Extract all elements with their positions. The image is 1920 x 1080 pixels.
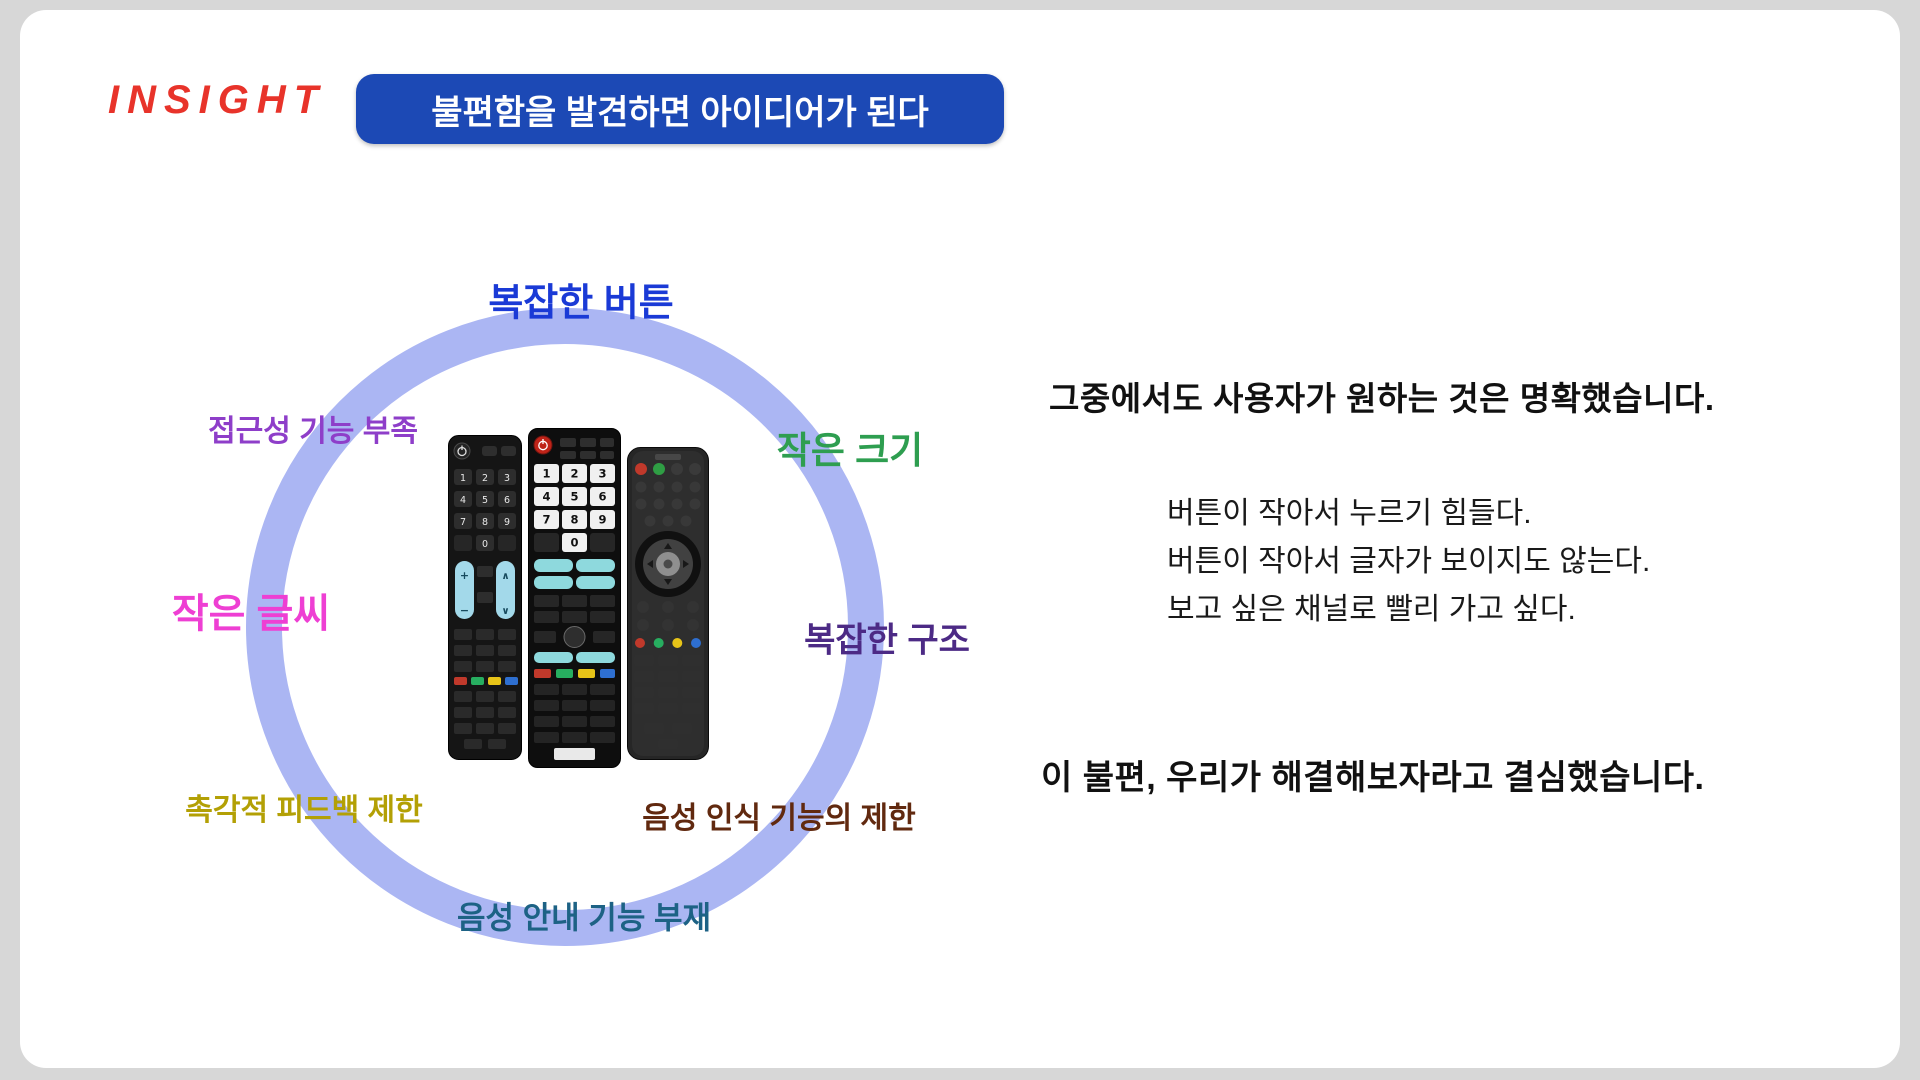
keypad: 1 2 3 4 5 6 7 8 9 0 (534, 464, 615, 552)
complaint-item: 버튼이 작아서 글자가 보이지도 않는다. (1167, 545, 1651, 578)
keypad-digit: 5 (570, 490, 578, 504)
diagram-label-accessibility: 접근성 기능 부족 (208, 415, 418, 448)
user-needs-headline: 그중에서도 사용자가 원하는 것은 명확했습니다. (1049, 380, 1715, 417)
complaint-item: 버튼이 작아서 누르기 힘들다. (1167, 497, 1532, 530)
diagram-label-small-size: 작은 크기 (776, 430, 924, 471)
diagram-label-tactile-feedback: 촉각적 피드백 제한 (185, 794, 423, 827)
lower-buttons (637, 601, 699, 631)
diagram-label-voice-recognition: 음성 인식 기능의 제한 (642, 802, 916, 835)
keypad-digit: 7 (542, 513, 550, 527)
diagram-label-small-text: 작은 글씨 (171, 592, 331, 636)
power-icon (533, 435, 553, 455)
top-buttons (635, 463, 701, 527)
keypad-digit: 2 (570, 467, 578, 481)
remote-middle: 1 2 3 4 5 6 7 8 9 0 (528, 428, 621, 768)
keypad-digit: 2 (482, 473, 488, 484)
color-buttons (534, 669, 615, 678)
bottom-buttons (634, 655, 702, 749)
keypad-digit: 0 (570, 536, 578, 550)
remote-right (627, 447, 709, 760)
volume-up-label: + (460, 569, 469, 582)
remote-middle-graphic: 1 2 3 4 5 6 7 8 9 0 (528, 428, 621, 768)
title-pill: 불편함을 발견하면 아이디어가 된다 (356, 74, 1004, 144)
remote-left-graphic: 1 2 3 4 5 6 7 8 9 0 + − ∧ ∨ (448, 435, 522, 760)
keypad-digit: 6 (504, 495, 510, 506)
volume-channel-rockers: + − ∧ ∨ (455, 561, 515, 619)
keypad-digit: 3 (598, 467, 606, 481)
complaint-item: 보고 싶은 채널로 빨리 가고 싶다. (1167, 593, 1576, 626)
remote-right-graphic (627, 447, 709, 760)
keypad-digit: 6 (598, 490, 606, 504)
diagram-label-complex-buttons: 복잡한 버튼 (488, 282, 674, 325)
keypad-digit: 5 (482, 495, 488, 506)
keypad-digit: 1 (542, 467, 550, 481)
dpad (635, 531, 701, 597)
complaints-list: 버튼이 작아서 누르기 힘들다. 버튼이 작아서 글자가 보이지도 않는다. 보… (1167, 490, 1650, 634)
conclusion-statement: 이 불편, 우리가 해결해보자라고 결심했습니다. (1041, 759, 1705, 797)
keypad-digit: 4 (460, 495, 466, 506)
bottom-buttons (454, 691, 516, 749)
color-buttons (635, 638, 701, 648)
function-buttons (534, 595, 615, 623)
power-icon (453, 442, 471, 460)
insight-label: INSIGHT (108, 78, 327, 122)
keypad-digit: 7 (460, 517, 466, 528)
remote-left: 1 2 3 4 5 6 7 8 9 0 + − ∧ ∨ (448, 435, 522, 760)
keypad-digit: 9 (598, 513, 606, 527)
keypad-digit: 9 (504, 517, 510, 528)
keypad-digit: 8 (482, 517, 488, 528)
keypad-digit: 8 (570, 513, 578, 527)
keypad-digit: 1 (460, 473, 466, 484)
function-buttons (454, 629, 516, 672)
teal-buttons (534, 559, 615, 589)
keypad-digit: 3 (504, 473, 510, 484)
bottom-buttons (534, 684, 615, 760)
color-buttons (454, 677, 518, 685)
channel-down-label: ∨ (501, 606, 509, 617)
keypad-digit: 4 (542, 490, 550, 504)
keypad-digit: 0 (482, 539, 488, 550)
ok-button (534, 626, 615, 648)
volume-down-label: − (460, 604, 469, 617)
slide-card: INSIGHT 불편함을 발견하면 아이디어가 된다 복잡한 버튼 접근성 기능… (20, 10, 1900, 1068)
diagram-label-voice-guidance: 음성 안내 기능 부재 (457, 900, 711, 936)
keypad: 1 2 3 4 5 6 7 8 9 0 (454, 469, 516, 551)
diagram-label-complex-structure: 복잡한 구조 (804, 621, 970, 660)
channel-up-label: ∧ (501, 571, 509, 582)
